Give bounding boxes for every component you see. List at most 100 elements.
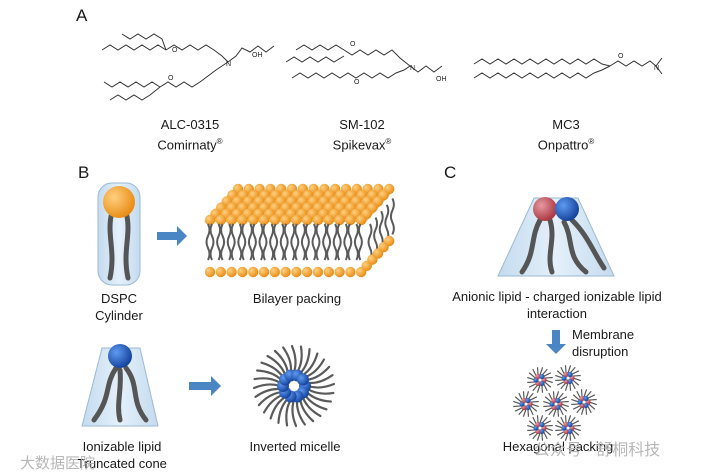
alc-lower-tail-1 (103, 81, 161, 88)
mc3-reg: ® (588, 137, 595, 146)
hex-micelle-tail (527, 429, 536, 432)
pair-tail-1 (519, 217, 543, 275)
dspc-arrow (157, 226, 187, 246)
bilayer-lower-headgroup (215, 266, 226, 278)
alc0315-brand-line: Comirnaty® (150, 133, 230, 153)
hex-micelle-tail (529, 396, 538, 402)
dspc-cylinder-illustration (97, 182, 141, 286)
hex-micelle-tail (571, 403, 580, 406)
mc3-lower-tail (473, 65, 611, 79)
hex-micelle-tail (571, 420, 580, 426)
bilayer-upper-headgroup (302, 214, 313, 226)
anionic-headgroup (533, 197, 557, 221)
bilayer-tail (279, 223, 285, 261)
bilayer-tails (205, 197, 395, 261)
micelle-tail (291, 398, 298, 428)
sm102-brand: Spikevax (332, 137, 386, 153)
bilayer-tail (237, 223, 243, 261)
alc-oxygen-2: O (168, 75, 174, 82)
hex-micelle-tail (514, 406, 523, 412)
bilayer-upper-headgroup (237, 214, 248, 226)
hex-micelle-tail (555, 429, 564, 432)
hex-micelle-headgroup (539, 421, 545, 428)
alc0315-brand: Comirnaty (157, 137, 217, 153)
mc3-upper-tail (473, 58, 611, 67)
bilayer-lower-headgroup (384, 235, 395, 247)
hex-micelle-tail (527, 381, 536, 384)
bilayer-tail (220, 223, 226, 261)
hex-micelle-headgroup (521, 397, 527, 404)
bilayer-tail (283, 223, 289, 261)
hex-micelle-headgroup (551, 397, 557, 404)
bilayer-tail (311, 223, 317, 261)
bilayer-upper-headgroup (312, 214, 324, 226)
hex-micelle-tail (514, 396, 522, 403)
bilayer-tail (290, 223, 296, 261)
bilayer-tail (373, 217, 379, 255)
hex-micelle-tail (555, 379, 564, 382)
hex-micelle-headgroup (567, 371, 573, 378)
hex-micelle-tail (528, 382, 537, 388)
disruption-arrow (546, 330, 566, 354)
sm-oxygen-2: O (354, 79, 360, 86)
hex-micelle-tail (588, 398, 597, 401)
bilayer-tail (304, 223, 310, 261)
bilayer-tail (262, 223, 268, 261)
micelle-tail (306, 382, 336, 389)
bilayer-tail (336, 223, 342, 261)
mc3-nitrogen: N (654, 65, 659, 72)
hex-micelle-tail (556, 420, 564, 427)
hex-micelle-tail (556, 380, 565, 386)
mc3-brand: Onpattro (537, 137, 589, 153)
micelle-tail (306, 388, 335, 395)
micelle-core (290, 382, 298, 390)
hex-micelle-headgroup (583, 395, 589, 402)
micelle-tail (253, 377, 282, 384)
hex-micelle-tail (560, 405, 568, 412)
bilayer-tail (294, 223, 300, 261)
hex-micelle-tail (588, 403, 596, 410)
hex-micelle-tail (544, 381, 552, 388)
interaction-caption: Anionic lipid - charged ionizable lipid … (446, 288, 668, 322)
hex-micelle-tail (564, 432, 569, 441)
micelle-tail (285, 398, 292, 427)
bilayer-upper-headgroup (323, 214, 334, 226)
hex-micelle-tail (583, 389, 588, 398)
bilayer-lower-headgroup (323, 266, 334, 278)
hex-micelle-tail (544, 424, 553, 427)
micelle-headgroup (296, 373, 309, 386)
hex-micelle-tail (528, 420, 536, 427)
mc3-caption: MC3 Onpattro® (526, 116, 606, 153)
bilayer-tail (247, 223, 253, 261)
inverted-micelle-illustration (252, 344, 336, 428)
bilayer-lower-headgroup (280, 266, 291, 278)
hex-micelle-tail (530, 405, 538, 412)
alc0315-reg: ® (216, 137, 223, 146)
alc-upper-linker (165, 44, 229, 63)
sm-hydroxyethyl (409, 65, 443, 73)
hex-micelle-headgroup (539, 373, 545, 380)
mc3-head-linker (609, 60, 657, 67)
bilayer-tail (209, 223, 215, 261)
bilayer-tail (326, 223, 332, 261)
micelle-caption: Inverted micelle (249, 439, 341, 454)
micelle-tail (301, 395, 322, 418)
watermark-right: 公众号 · 舒桐科技 (534, 442, 661, 459)
sm-oxygen-1: O (350, 41, 356, 48)
hex-micelle-tail (543, 420, 552, 426)
ionizable-headgroup (108, 344, 132, 368)
alc-oxygen-1: O (172, 47, 178, 54)
bilayer-tail (315, 223, 321, 261)
bilayer-tail (230, 223, 236, 261)
sm102-reg: ® (385, 137, 392, 146)
pair-tail-3 (561, 219, 589, 275)
hex-micelle-headgroup (579, 395, 585, 402)
hex-micelle-headgroup (567, 421, 573, 428)
hex-micelle-tail (572, 429, 580, 436)
hex-micelle-tail (539, 415, 544, 424)
pair-tail-2 (547, 217, 555, 275)
panel-a-label: A (76, 6, 88, 25)
ionizable-cone-illustration (81, 344, 159, 427)
ionizable-tail-2 (123, 365, 149, 423)
bilayer-tail (384, 204, 390, 242)
